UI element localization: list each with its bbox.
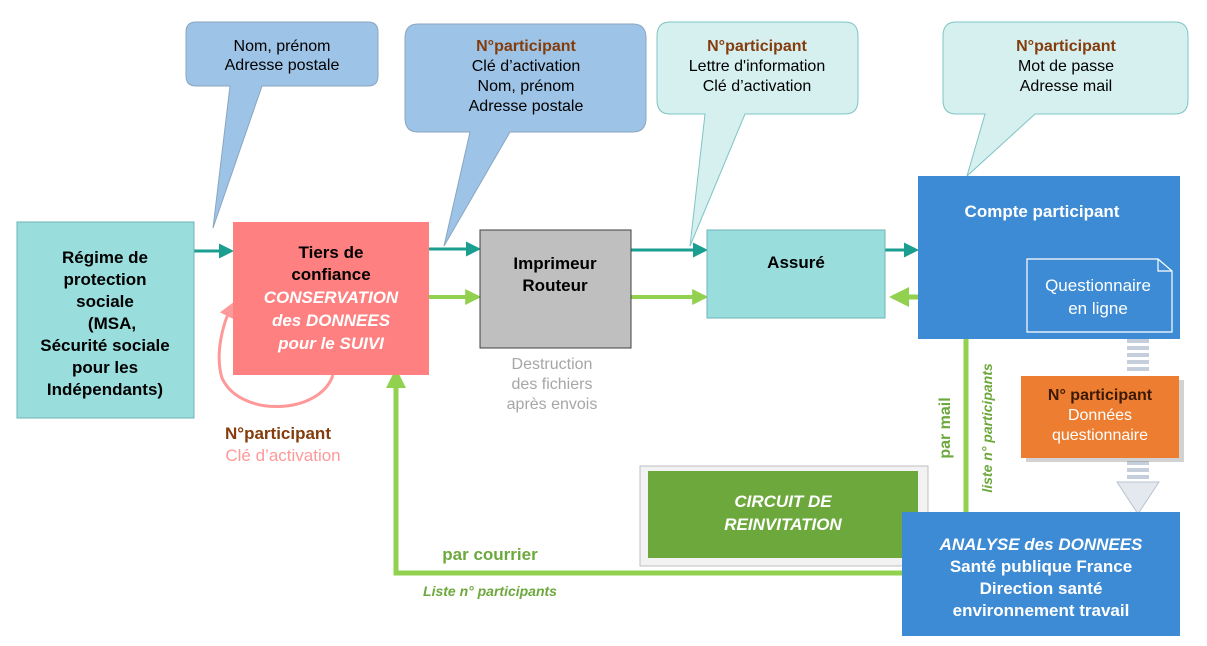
regime-line: (MSA,: [88, 314, 136, 333]
tiers-subtitle: pour le SUIVI: [277, 334, 385, 353]
tiers-loop-sub: Clé d’activation: [225, 446, 340, 465]
circuit-line: REINVITATION: [724, 515, 842, 534]
callout-line: Adresse postale: [225, 57, 340, 74]
questionnaire-line: en ligne: [1068, 299, 1128, 318]
analyse-line: Direction santé: [980, 579, 1103, 598]
analyse-line: Santé publique France: [950, 557, 1132, 576]
regime-box: Régime de protection sociale (MSA, Sécur…: [16, 221, 195, 419]
tiers-subtitle: des DONNEES: [272, 311, 391, 330]
imprimeur-line: Imprimeur: [513, 254, 597, 273]
callout-line: Lettre d'information: [689, 58, 825, 75]
destruction-line: Destruction: [512, 356, 593, 373]
callout-line: Adresse mail: [1020, 78, 1112, 95]
analyse-box: ANALYSE des DONNEES Santé publique Franc…: [902, 512, 1180, 636]
callout-line: Clé d’activation: [703, 78, 812, 95]
compte-box: Compte participant Questionnaire en lign…: [918, 176, 1180, 339]
imprimeur-line: Routeur: [522, 276, 588, 295]
flow-arrows: [193, 241, 919, 408]
tiers-subtitle: CONSERVATION: [264, 288, 399, 307]
donnees-box: N° participant Données questionnaire: [1021, 376, 1184, 462]
destruction-line: après envois: [507, 396, 598, 413]
donnees-title: N° participant: [1048, 387, 1153, 404]
regime-line: pour les: [72, 358, 138, 377]
callout-nom-adresse: Nom, prénom Adresse postale: [185, 21, 379, 229]
assure-label: Assuré: [767, 253, 825, 272]
analyse-line: environnement travail: [953, 601, 1130, 620]
callout-title: N°participant: [476, 38, 576, 55]
callout-imprimeur-assure: N°participant Lettre d'information Clé d…: [656, 21, 859, 247]
analyse-title: ANALYSE des DONNEES: [939, 535, 1143, 554]
circuit-line: CIRCUIT DE: [734, 492, 832, 511]
callout-line: Clé d’activation: [472, 58, 581, 75]
callout-line: Mot de passe: [1018, 58, 1114, 75]
compte-label: Compte participant: [965, 202, 1120, 221]
destruction-line: des fichiers: [512, 376, 593, 393]
callout-line: Nom, prénom: [234, 38, 331, 55]
donnees-line: questionnaire: [1052, 427, 1148, 444]
circuit-box: CIRCUIT DE REINVITATION: [639, 465, 929, 567]
assure-box: Assuré: [706, 229, 886, 319]
callout-assure-compte: N°participant Mot de passe Adresse mail: [942, 21, 1189, 178]
callout-title: N°participant: [1016, 38, 1116, 55]
callout-line: Adresse postale: [469, 98, 584, 115]
imprimeur-box: Imprimeur Routeur: [479, 229, 632, 349]
regime-line: sociale: [76, 292, 134, 311]
donnees-line: Données: [1068, 407, 1132, 424]
callout-tiers-imprimeur: N°participant Clé d’activation Nom, prén…: [404, 23, 647, 247]
par-mail-label: par mail: [937, 397, 954, 458]
regime-line: Régime de: [62, 248, 148, 267]
tiers-title: Tiers de: [299, 243, 364, 262]
regime-line: protection: [63, 270, 146, 289]
liste-vertical-label: liste n° participants: [979, 363, 995, 493]
tiers-title: confiance: [291, 265, 370, 284]
callout-title: N°participant: [707, 38, 807, 55]
par-courrier-label: par courrier: [442, 545, 538, 564]
liste-participants-label: Liste n° participants: [423, 583, 557, 599]
striped-down-arrow: [1116, 339, 1160, 515]
regime-line: Indépendants): [47, 380, 163, 399]
questionnaire-line: Questionnaire: [1045, 276, 1151, 295]
regime-line: Sécurité sociale: [40, 336, 169, 355]
callout-line: Nom, prénom: [478, 78, 575, 95]
destruction-note: Destruction des fichiers après envois: [507, 356, 598, 413]
tiers-loop-title: N°participant: [225, 424, 331, 443]
tiers-box: Tiers de confiance CONSERVATION des DONN…: [233, 222, 429, 375]
